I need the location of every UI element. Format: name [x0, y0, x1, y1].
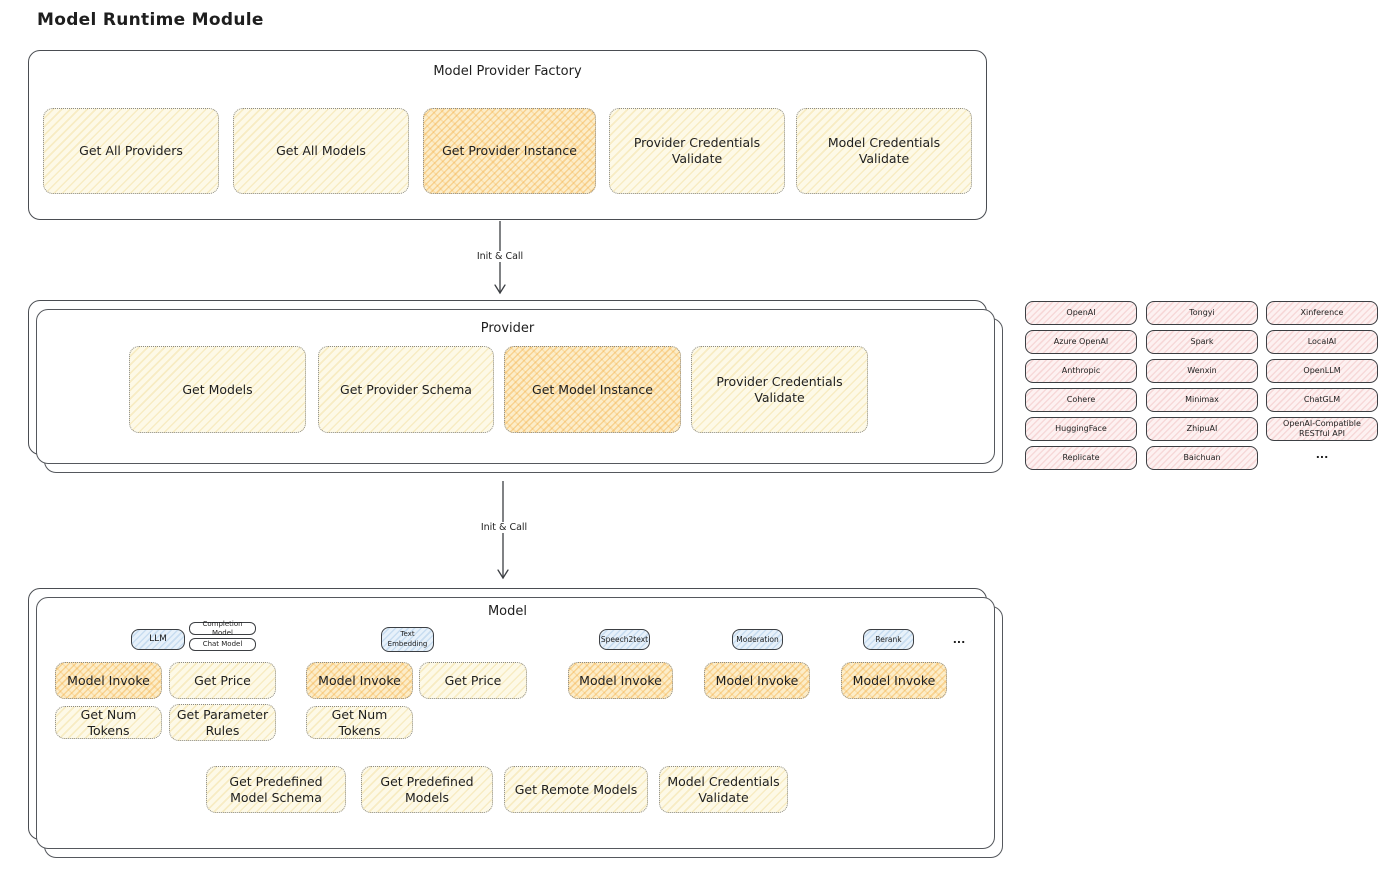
- node-get-model-instance: Get Model Instance: [504, 346, 681, 433]
- node-get-num-tokens-text-embedding: Get Num Tokens: [306, 706, 413, 739]
- node-get-predefined-models: Get Predefined Models: [361, 766, 493, 813]
- node-model-invoke-text-embedding: Model Invoke: [306, 662, 413, 699]
- node-model-credentials-validate-2: Model Credentials Validate: [659, 766, 788, 813]
- model-frame: Model LLM Completion Model Chat Model Te…: [28, 588, 1003, 858]
- tab-moderation: Moderation: [732, 629, 783, 650]
- node-get-price-llm: Get Price: [169, 662, 276, 699]
- provider-frame: Provider Get Models Get Provider Schema …: [28, 300, 1003, 473]
- arrow-label-init-call-1: Init & Call: [472, 251, 528, 262]
- provider-item-replicate: Replicate: [1025, 446, 1137, 470]
- provider-item-baichuan: Baichuan: [1146, 446, 1258, 470]
- node-provider-credentials-validate-2: Provider Credentials Validate: [691, 346, 868, 433]
- node-model-invoke-moderation: Model Invoke: [704, 662, 810, 699]
- node-get-models: Get Models: [129, 346, 306, 433]
- tab-completion-model: Completion Model: [189, 620, 256, 637]
- tab-chat-model: Chat Model: [189, 638, 256, 651]
- node-get-parameter-rules: Get Parameter Rules: [169, 704, 276, 741]
- tab-speech2text: Speech2text: [599, 629, 650, 650]
- provider-item-openai-compatible: OpenAI-Compatible RESTful API: [1266, 417, 1378, 441]
- node-get-predefined-model-schema: Get Predefined Model Schema: [206, 766, 346, 813]
- model-title: Model: [487, 604, 528, 619]
- provider-item-localai: LocalAI: [1266, 330, 1378, 354]
- model-tabs-ellipsis: ...: [952, 633, 966, 646]
- provider-list-ellipsis: ...: [1315, 448, 1329, 461]
- provider-item-cohere: Cohere: [1025, 388, 1137, 412]
- tab-llm: LLM: [131, 629, 185, 650]
- provider-item-chatglm: ChatGLM: [1266, 388, 1378, 412]
- provider-item-huggingface: HuggingFace: [1025, 417, 1137, 441]
- provider-item-zhipuai: ZhipuAI: [1146, 417, 1258, 441]
- node-model-invoke-speech2text: Model Invoke: [568, 662, 673, 699]
- factory-title: Model Provider Factory: [433, 64, 582, 79]
- node-get-provider-schema: Get Provider Schema: [318, 346, 494, 433]
- provider-item-tongyi: Tongyi: [1146, 301, 1258, 325]
- arrow-label-init-call-2: Init & Call: [476, 522, 532, 533]
- node-get-all-providers: Get All Providers: [43, 108, 219, 194]
- node-model-invoke-llm: Model Invoke: [55, 662, 162, 699]
- node-get-num-tokens-llm: Get Num Tokens: [55, 706, 162, 739]
- node-model-credentials-validate: Model Credentials Validate: [796, 108, 972, 194]
- provider-item-anthropic: Anthropic: [1025, 359, 1137, 383]
- provider-item-xinference: Xinference: [1266, 301, 1378, 325]
- node-model-invoke-rerank: Model Invoke: [841, 662, 947, 699]
- node-get-all-models: Get All Models: [233, 108, 409, 194]
- page-title: Model Runtime Module: [37, 10, 264, 30]
- node-get-price-text-embedding: Get Price: [419, 662, 527, 699]
- node-get-remote-models: Get Remote Models: [504, 766, 648, 813]
- node-provider-credentials-validate: Provider Credentials Validate: [609, 108, 785, 194]
- tab-rerank: Rerank: [863, 629, 914, 650]
- tab-text-embedding: Text Embedding: [381, 627, 434, 652]
- provider-item-wenxin: Wenxin: [1146, 359, 1258, 383]
- node-get-provider-instance: Get Provider Instance: [423, 108, 596, 194]
- provider-item-openllm: OpenLLM: [1266, 359, 1378, 383]
- provider-item-spark: Spark: [1146, 330, 1258, 354]
- factory-frame: Model Provider Factory Get All Providers…: [28, 50, 987, 220]
- provider-item-openai: OpenAI: [1025, 301, 1137, 325]
- provider-item-minimax: Minimax: [1146, 388, 1258, 412]
- provider-title: Provider: [480, 321, 535, 336]
- provider-item-azure-openai: Azure OpenAI: [1025, 330, 1137, 354]
